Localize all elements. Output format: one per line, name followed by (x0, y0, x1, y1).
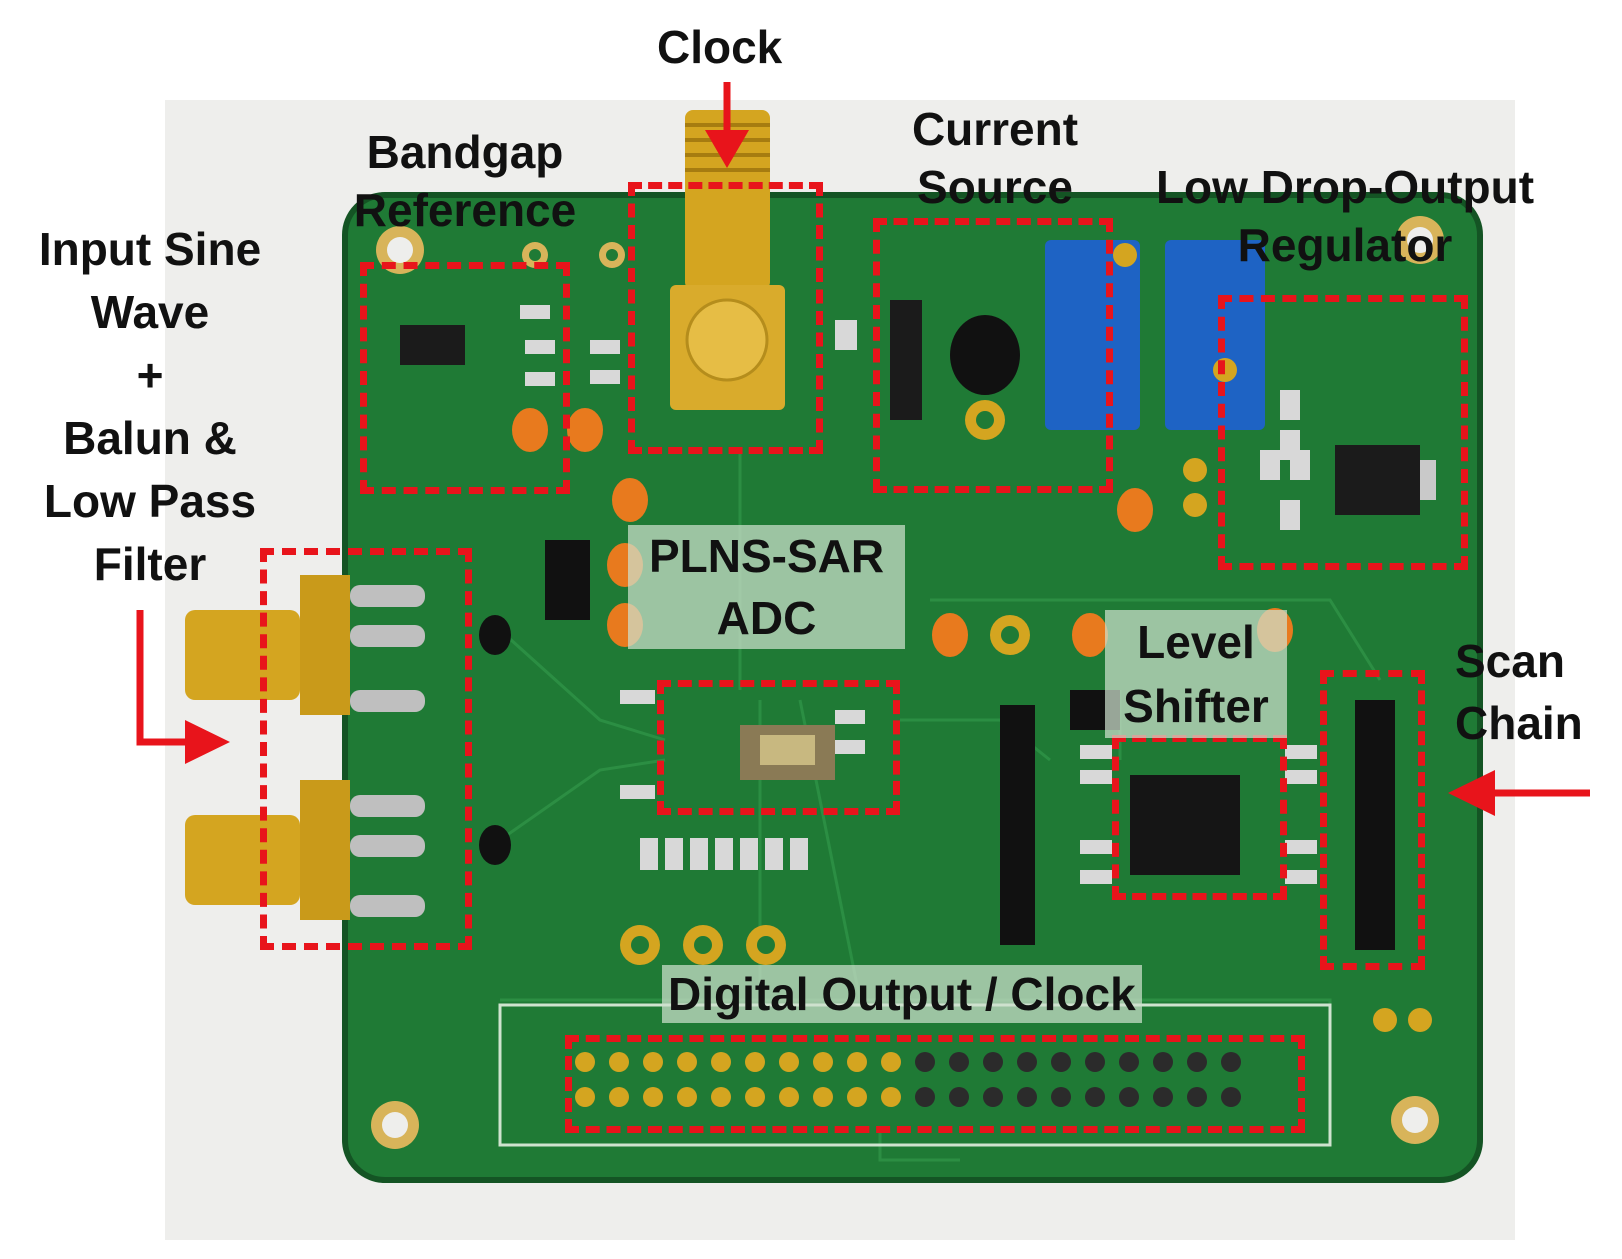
connector-pin (1119, 1052, 1139, 1072)
level-shifter-box (1112, 735, 1287, 900)
bandgap-ic (400, 325, 465, 365)
connector-pin (983, 1052, 1003, 1072)
connector-pin (881, 1087, 901, 1107)
connector-pin (1153, 1052, 1173, 1072)
current-source-box (873, 218, 1113, 493)
level-shifter-ic (1130, 775, 1240, 875)
connector-pin (779, 1087, 799, 1107)
connector-pin (1017, 1052, 1037, 1072)
clock-label: Clock (657, 21, 783, 73)
connector-pin (643, 1052, 663, 1072)
connector-pin (1221, 1087, 1241, 1107)
connector-pin (1017, 1087, 1037, 1107)
connector-pin (983, 1087, 1003, 1107)
ldo-ic (1335, 445, 1420, 515)
bandgap-box (360, 262, 570, 494)
clock-sma-connector (670, 110, 785, 410)
connector-pin (1187, 1052, 1207, 1072)
input-sma-connectors (185, 575, 511, 920)
scan-arrow-head (1448, 770, 1495, 816)
input-arrow-shaft (136, 610, 190, 746)
input-filter-box (260, 548, 472, 950)
left-header (1000, 705, 1035, 945)
connector-pin (643, 1087, 663, 1107)
connector-pin (1051, 1087, 1071, 1107)
connector-pin (1153, 1087, 1173, 1107)
connector-pin (1221, 1052, 1241, 1072)
scan-chain-box (1320, 670, 1425, 970)
connector-pin (677, 1087, 697, 1107)
connector-pin (575, 1052, 595, 1072)
bandgap-label: Bandgap Reference (353, 126, 577, 236)
connector-pin (677, 1052, 697, 1072)
ldo-box (1218, 295, 1468, 570)
transistor (950, 315, 1020, 395)
connector-pin (1187, 1087, 1207, 1107)
h5-header (545, 540, 590, 620)
current-header (890, 300, 922, 420)
connector-pin (745, 1087, 765, 1107)
digital-output-box (565, 1035, 1305, 1133)
connector-pin (1119, 1087, 1139, 1107)
scan-chain-label: Scan Chain (1455, 635, 1583, 749)
connector-pin (949, 1087, 969, 1107)
adc-label: PLNS-SAR ADC (628, 525, 905, 649)
digital-output-pins (575, 1052, 1241, 1107)
connector-pin (711, 1052, 731, 1072)
connector-pin (847, 1052, 867, 1072)
ldo-label: Low Drop-Output Regulator (1155, 161, 1535, 271)
clock-arrow-head (705, 130, 749, 168)
level-shifter-label: Level Shifter (1105, 610, 1287, 738)
connector-pin (609, 1087, 629, 1107)
scan-chain-header (1355, 700, 1395, 950)
connector-pin (881, 1052, 901, 1072)
digital-output-label: Digital Output / Clock (662, 965, 1142, 1023)
input-label: Input Sine Wave + Balun & Low Pass Filte… (38, 223, 262, 590)
connector-pin (575, 1087, 595, 1107)
clock-box (628, 182, 823, 454)
connector-pin (1085, 1087, 1105, 1107)
connector-pin (949, 1052, 969, 1072)
connector-pin (745, 1052, 765, 1072)
smd-components (520, 305, 1317, 884)
connector-pin (1085, 1052, 1105, 1072)
connector-pin (915, 1052, 935, 1072)
gold-pads (620, 400, 1432, 1032)
current-source-label: Current Source (911, 103, 1079, 213)
connector-pin (813, 1087, 833, 1107)
trim-potentiometers (1045, 240, 1265, 430)
connector-pin (711, 1087, 731, 1107)
connector-pin (813, 1052, 833, 1072)
input-arrow-head (185, 720, 230, 764)
connector-pin (847, 1087, 867, 1107)
connector-pin (1051, 1052, 1071, 1072)
connector-pin (779, 1052, 799, 1072)
connector-pin (609, 1052, 629, 1072)
connector-pin (915, 1087, 935, 1107)
adc-box (657, 680, 900, 815)
